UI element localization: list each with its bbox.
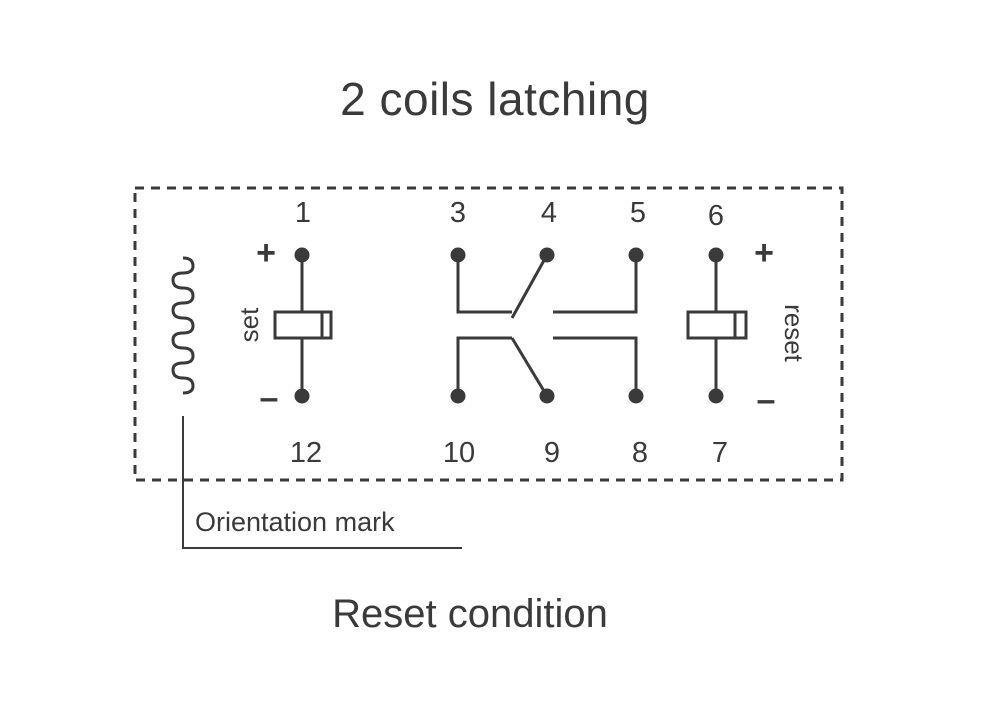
set-coil-label: set [234,307,264,342]
pin-10-terminal [450,388,466,404]
pin-1-terminal [294,247,310,263]
normally-open-contact [553,255,638,396]
diagram-title: 2 coils latching [340,73,650,125]
pin-label-7: 7 [712,437,728,469]
pin-label-5: 5 [630,197,646,229]
orientation-leader-line [182,416,462,549]
diagram-caption: Reset condition [332,592,608,636]
pin-8-terminal [628,388,644,404]
pin-6-terminal [708,247,724,263]
pin-12-terminal [294,388,310,404]
set-plus-sign: + [256,234,276,272]
pin-label-10: 10 [443,437,475,469]
pin-4-terminal [539,247,555,263]
orientation-mark-label: Orientation mark [195,507,395,537]
pin-label-6: 6 [708,200,724,232]
pin-label-9: 9 [544,437,560,469]
changeover-switch [456,254,549,397]
reset-plus-sign: + [754,234,774,272]
reset-minus-sign: – [757,381,776,419]
relay-housing-outline [133,186,844,482]
pin-label-8: 8 [632,437,648,469]
pin-label-4: 4 [541,197,557,229]
orientation-mark-symbol [171,256,195,395]
pin-3-terminal [450,247,466,263]
set-coil [273,255,333,396]
reset-coil [686,255,748,396]
pin-label-3: 3 [450,197,466,229]
pin-label-12: 12 [290,437,322,469]
set-minus-sign: – [260,379,279,417]
pin-9-terminal [539,388,555,404]
reset-coil-label: reset [779,304,809,363]
pin-7-terminal [708,388,724,404]
pin-5-terminal [628,247,644,263]
pin-label-1: 1 [295,197,311,229]
